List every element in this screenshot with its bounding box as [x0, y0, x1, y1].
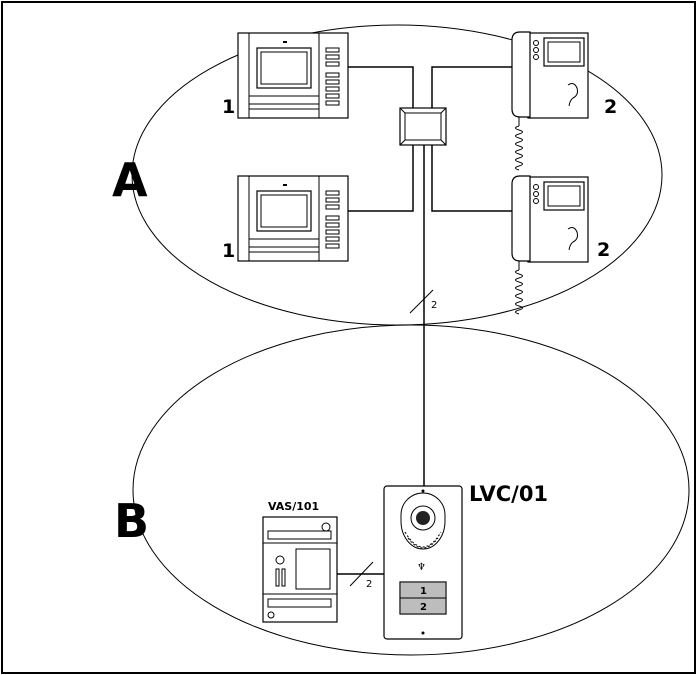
handset-label-top: 2: [604, 96, 617, 118]
handset-top: [511, 31, 589, 171]
handset-label-bottom: 2: [597, 239, 610, 261]
call-button-2: 2: [420, 602, 427, 613]
zone-b-ellipse: [132, 324, 690, 656]
zone-b-label: B: [114, 494, 149, 548]
wire-count-label-bottom: 2: [366, 579, 372, 590]
call-button-1: 1: [420, 586, 427, 597]
wire-count-label-top: 2: [431, 300, 437, 311]
monitor-top: [237, 32, 349, 119]
wiring: [337, 66, 512, 587]
monitor-label-bottom: 1: [222, 240, 235, 262]
monitor-label-top: 1: [222, 96, 235, 118]
vas-label: VAS/101: [268, 500, 319, 513]
handset-bottom: [511, 175, 589, 315]
zone-a-label: A: [112, 153, 148, 207]
distributor-box: [399, 107, 447, 146]
door-panel: ♆: [383, 485, 463, 640]
monitor-bottom: [237, 175, 349, 262]
brand-logo: ♆: [417, 562, 426, 573]
vas-power-supply: [262, 516, 338, 623]
panel-label: LVC/01: [469, 482, 548, 506]
